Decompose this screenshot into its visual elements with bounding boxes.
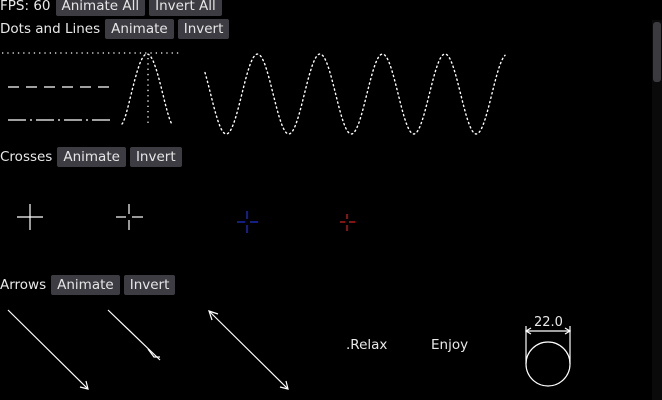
crosses-animate-button[interactable]: Animate: [57, 147, 126, 167]
dots-lines-title: Dots and Lines: [0, 21, 101, 37]
crosses-title: Crosses: [0, 149, 53, 165]
dots-lines-row: Dots and Lines Animate Invert: [0, 19, 233, 39]
gap-cross-icon: [116, 204, 143, 230]
animate-all-button[interactable]: Animate All: [55, 0, 146, 16]
invert-all-button[interactable]: Invert All: [149, 0, 222, 16]
relax-label: .Relax: [346, 337, 388, 353]
red-cross-icon: [340, 214, 355, 231]
scrollbar-track[interactable]: [652, 20, 662, 400]
dotted-sine-wave: [204, 53, 506, 135]
double-arrow-icon: [208, 310, 289, 390]
enjoy-label: Enjoy: [431, 337, 469, 353]
fps-label: FPS: 60: [0, 0, 51, 14]
arrow-open-head-icon: [107, 309, 161, 361]
arrows-row: Arrows Animate Invert: [0, 275, 179, 295]
arrow-icon: [7, 309, 89, 390]
dimension-label: 22.0: [534, 315, 563, 330]
dots-lines-invert-button[interactable]: Invert: [177, 19, 230, 39]
arrows-animate-button[interactable]: Animate: [51, 275, 120, 295]
blue-cross-icon: [237, 211, 258, 233]
scrollbar-thumb[interactable]: [653, 22, 661, 82]
dimension-circle-icon: [524, 326, 572, 387]
crosses-row: Crosses Animate Invert: [0, 147, 186, 167]
arrows-title: Arrows: [0, 277, 47, 293]
arrows-invert-button[interactable]: Invert: [123, 275, 176, 295]
dotted-arch-curve: [121, 53, 173, 125]
plus-cross-icon: [17, 204, 43, 230]
dots-lines-animate-button[interactable]: Animate: [105, 19, 174, 39]
crosses-invert-button[interactable]: Invert: [129, 147, 182, 167]
header-row: FPS: 60 Animate All Invert All: [0, 0, 226, 16]
